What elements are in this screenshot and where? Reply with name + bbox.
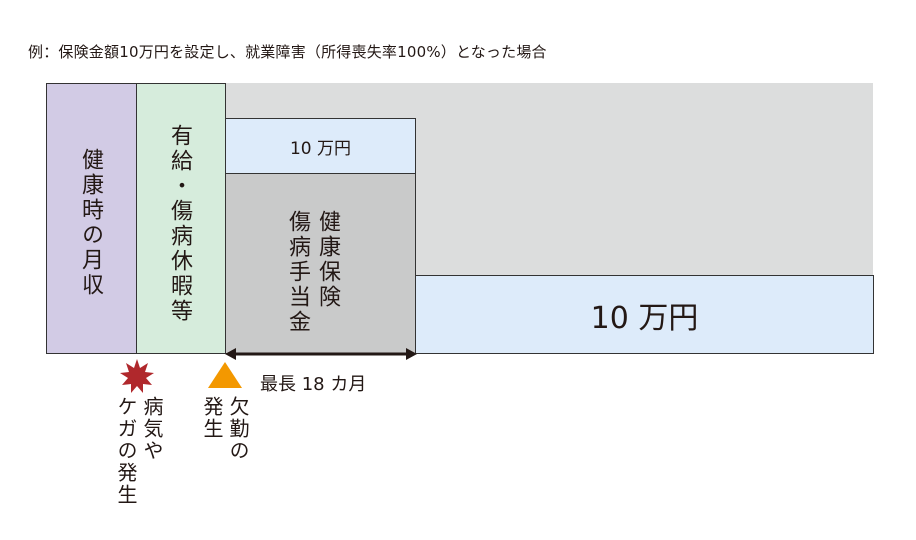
illness-label-col2: ケガの発生 xyxy=(114,396,138,506)
paid-leave-block: 有給・傷病休暇等 xyxy=(136,83,226,354)
health-income-block: 健康時の月収 xyxy=(46,83,137,354)
caption: 例：保険金額10万円を設定し、就業障害（所得喪失率100%）となった場合 xyxy=(28,43,547,61)
paid-leave-label: 有給・傷病休暇等 xyxy=(167,124,192,324)
starburst-icon xyxy=(120,359,154,393)
illness-label-col1: 病気や xyxy=(140,396,164,462)
sickness-allowance-block: 健康保険 傷病手当金 xyxy=(225,173,416,354)
sickness-label-col1: 健康保険 xyxy=(315,210,340,310)
health-income-label: 健康時の月収 xyxy=(78,148,103,298)
period-arrow xyxy=(225,348,417,360)
top-amount-block: 10 万円 xyxy=(225,118,416,174)
right-amount-label: 10 万円 xyxy=(590,300,699,336)
triangle-icon xyxy=(208,362,242,388)
top-amount-label: 10 万円 xyxy=(289,138,352,159)
absence-label-col1: 欠勤の xyxy=(226,396,250,462)
absence-label-col2: 発生 xyxy=(200,396,224,440)
sickness-label-col2: 傷病手当金 xyxy=(285,210,310,335)
period-label: 最長 18 カ月 xyxy=(260,374,367,395)
right-amount-block: 10 万円 xyxy=(415,275,874,354)
